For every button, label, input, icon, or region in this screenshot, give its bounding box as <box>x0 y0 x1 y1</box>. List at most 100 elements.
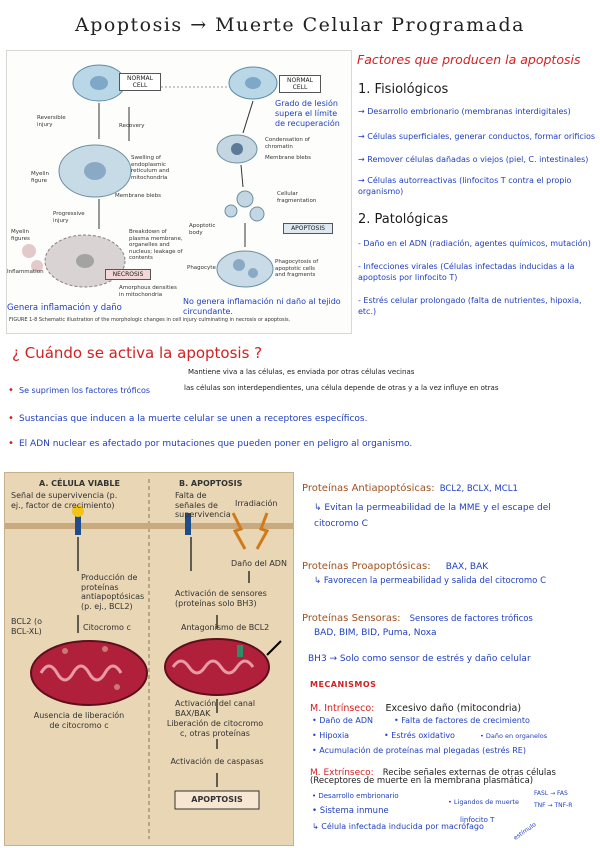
label-condensation: Condensation of chromatin <box>265 137 310 150</box>
label-falta: Falta de señales de supervivencia <box>175 491 231 519</box>
label-membrane-blebs: Membrane blebs <box>115 193 161 199</box>
extr-item: ↳ Célula infectada inducida por macrófag… <box>312 822 484 831</box>
figure-cell-injury-drawing <box>22 64 278 288</box>
bullet-icon: • <box>8 413 14 424</box>
label-activacion-canal: Activación del canal BAX/BAK <box>175 699 256 718</box>
pro-note: ↳ Favorecen la permeabilidad y salida de… <box>314 576 546 586</box>
label-myelin-figures: Myelin figures <box>11 229 30 242</box>
label-normal-cell: NORMAL CELL <box>119 73 161 91</box>
label-cellular-fragmentation: Cellular fragmentation <box>277 191 317 204</box>
cuando-item-text: Se suprimen los factores tróficos <box>19 386 151 395</box>
pato-item: - Infecciones virales (Células infectada… <box>358 262 575 282</box>
fisio-heading: 1. Fisiológicos <box>358 82 449 97</box>
anti-list: BCL2, BCLX, MCL1 <box>439 484 518 494</box>
label-celula-viable: A. CÉLULA VIABLE <box>39 479 120 488</box>
fisio-item: → Células autorreactivas (linfocitos T c… <box>358 176 572 196</box>
intr-item: • Estrés oxidativo <box>384 731 455 740</box>
label-senal: Señal de supervivencia (p. ej., factor d… <box>11 491 118 510</box>
intr-item: • Daño de ADN <box>312 716 373 725</box>
label-produccion: Producción de proteínas antiapoptósicas … <box>81 573 145 611</box>
cuando-item-3: • El ADN nuclear es afectado por mutacio… <box>8 431 412 450</box>
label-progressive-injury: Progressive injury <box>53 211 85 224</box>
intr-item: • Acumulación de proteínas mal plegadas … <box>312 746 526 755</box>
cuando-heading: ¿ Cuándo se activa la apoptosis ? <box>12 344 263 362</box>
tnf-label: TNF → TNF-R <box>534 802 573 809</box>
label-swelling: Swelling of endoplasmic reticulum and mi… <box>131 155 170 181</box>
sens-note: Sensores de factores tróficos <box>409 614 533 624</box>
note-grado-lesion: Grado de lesión supera el límite de recu… <box>275 99 340 128</box>
pato-item: - Daño en el ADN (radiación, agentes quí… <box>358 239 591 248</box>
intrinseco-label: M. Intrínseco: <box>310 703 375 714</box>
label-phagocytosis: Phagocytosis of apoptotic cells and frag… <box>275 259 319 278</box>
label-apoptosis-box: APOPTOSIS <box>191 795 243 804</box>
fasl-label: FASL → FAS <box>534 790 568 797</box>
figure-cell-injury: NORMAL CELL Reversible injury Recovery M… <box>6 50 352 334</box>
bh3-note: BH3 → Solo como sensor de estrés y daño … <box>308 654 531 664</box>
receptores-note: (Receptores de muerte en la membrana pla… <box>310 776 534 786</box>
label-normal-cell-right: NORMAL CELL <box>279 75 321 93</box>
linfocito-label: linfocito T <box>460 816 495 824</box>
label-phagocyte: Phagocyte <box>187 265 216 271</box>
label-reversible-injury: Reversible injury <box>37 115 66 128</box>
note-genera-inflamacion: Genera inflamación y daño <box>7 303 122 313</box>
ligandos-label: • Ligandos de muerte <box>448 798 519 806</box>
label-recovery: Recovery <box>119 123 145 129</box>
anti-note: ↳ Evitan la permeabilidad de la MME y el… <box>314 503 551 529</box>
label-irradiacion: Irradiación <box>235 499 278 508</box>
figure-apoptosis-pathway: A. CÉLULA VIABLE B. APOPTOSIS Señal de s… <box>4 472 294 846</box>
label-necrosis: NECROSIS <box>105 269 151 280</box>
label-caspasas: Activación de caspasas <box>170 757 264 766</box>
fisio-item: → Remover células dañadas o viejos (piel… <box>358 155 589 164</box>
bullet-icon: • <box>8 385 14 396</box>
intr-item: • Daño en organelos <box>480 732 548 740</box>
sens-heading-row: Proteínas Sensoras: Sensores de factores… <box>302 606 533 625</box>
pro-heading-row: Proteínas Proapoptósicas: BAX, BAK <box>302 554 488 573</box>
cuando-note-2: las células son interdependientes, una c… <box>184 384 499 392</box>
mecanismos-heading: MECANISMOS <box>310 680 377 689</box>
figure-apoptosis-drawing <box>5 479 293 839</box>
extrinseco-note: Recibe señales externas de otras células <box>382 768 556 778</box>
pato-list: - Daño en el ADN (radiación, agentes quí… <box>358 238 598 317</box>
pato-item: - Estrés celular prolongado (falta de nu… <box>358 296 582 316</box>
label-myelin-figure: Myelin figure <box>31 171 49 184</box>
label-apoptosis: APOPTOSIS <box>283 223 333 234</box>
label-amorphous: Amorphous densities in mitochondria <box>119 285 177 298</box>
cuando-note-1: Mantiene viva a las células, es enviada … <box>188 368 415 376</box>
label-membrane-blebs-right: Membrane blebs <box>265 155 311 161</box>
anti-heading-row: Proteínas Antiapoptósicas: BCL2, BCLX, M… <box>302 476 518 495</box>
label-breakdown: Breakdown of plasma membrane, organelles… <box>129 229 183 261</box>
intr-item: • Hipoxia <box>312 731 350 740</box>
fisio-item: → Células superficiales, generar conduct… <box>358 132 596 141</box>
label-liberacion: Liberación de citocromo c, otras proteín… <box>166 719 264 738</box>
pro-list: BAX, BAK <box>445 562 489 572</box>
pro-heading: Proteínas Proapoptósicas: <box>302 561 431 572</box>
figure-caption: FIGURE 1-8 Schematic illustration of the… <box>9 317 291 323</box>
cuando-item-text: El ADN nuclear es afectado por mutacione… <box>19 439 413 449</box>
label-bcl2: BCL2 (o BCL-XL) <box>11 617 43 636</box>
label-activacion-sensores: Activación de sensores (proteínas solo B… <box>175 589 267 608</box>
page-title: Apoptosis → Muerte Celular Programada <box>75 14 525 36</box>
fisio-item: → Desarrollo embrionario (membranas inte… <box>358 107 571 116</box>
anti-heading: Proteínas Antiapoptósicas: <box>302 483 435 494</box>
extr-item: • Sistema inmune <box>312 806 389 816</box>
sens-list: BAD, BIM, BID, Puma, Noxa <box>314 628 437 638</box>
fisio-list: → Desarrollo embrionario (membranas inte… <box>358 106 598 197</box>
label-citocromo: Citocromo c <box>83 623 131 632</box>
estimulo-label: estímulo <box>512 821 538 842</box>
extrinseco-label: M. Extrínseco: <box>310 768 374 778</box>
cuando-item-text: Sustancias que inducen a la muerte celul… <box>19 414 368 424</box>
sens-heading: Proteínas Sensoras: <box>302 613 401 624</box>
intr-item: • Falta de factores de crecimiento <box>394 716 530 725</box>
cuando-item-2: • Sustancias que inducen a la muerte cel… <box>8 406 367 425</box>
label-ausencia: Ausencia de liberación de citocromo c <box>33 711 125 730</box>
factores-heading: Factores que producen la apoptosis <box>357 52 581 67</box>
label-inflammation: Inflammation <box>7 269 44 275</box>
cuando-item-1: • Se suprimen los factores tróficos <box>8 378 150 397</box>
label-apoptosis-b: B. APOPTOSIS <box>179 479 243 488</box>
label-apoptotic-body: Apoptotic body <box>189 223 216 236</box>
bullet-icon: • <box>8 438 14 449</box>
intrinseco-row: M. Intrínseco: Excesivo daño (mitocondri… <box>310 696 521 715</box>
extr-item: • Desarrollo embrionario <box>312 792 399 800</box>
intrinseco-note: Excesivo daño (mitocondria) <box>385 703 522 714</box>
pato-heading: 2. Patológicas <box>358 212 449 227</box>
